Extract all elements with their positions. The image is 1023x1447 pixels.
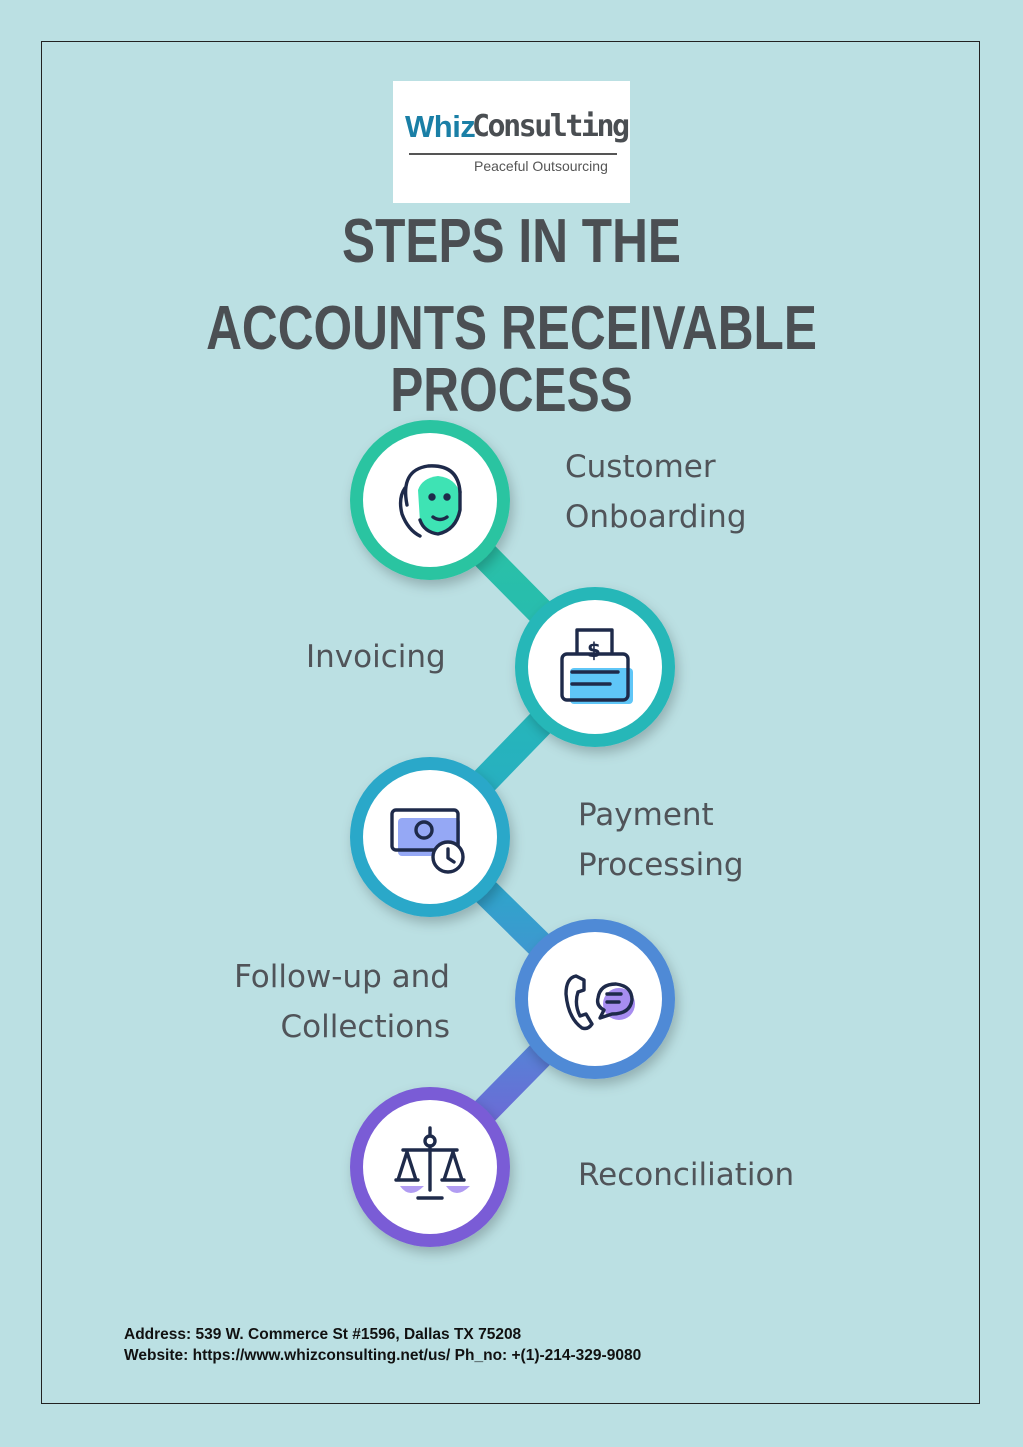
logo-brand-part1: Whiz [405,109,476,144]
footer-website: Website: https://www.whizconsulting.net/… [124,1347,642,1364]
footer-address: Address: 539 W. Commerce St #1596, Dalla… [124,1326,522,1343]
logo-underline [409,153,617,155]
logo-tagline: Peaceful Outsourcing [474,158,608,174]
cash-clock-icon [390,808,465,874]
footer-contact: Address: 539 W. Commerce St #1596, Dalla… [124,1324,641,1366]
page-border [41,41,980,1404]
step-1-label: Customer Onboarding [565,449,747,535]
company-logo: Whiz Consulting Peaceful Outsourcing [393,81,630,203]
step-4-label: Follow-up and Collections [234,959,450,1045]
logo-brand-part2: Consulting [472,109,630,144]
step-2-node [515,587,675,747]
page-title-line1: STEPS IN THE [342,207,681,276]
step-2-label: Invoicing [306,639,446,675]
step-3-label: Payment Processing [578,797,744,883]
svg-text:$: $ [587,638,601,662]
phone-chat-icon [564,974,635,1031]
balance-scale-icon [394,1126,470,1200]
page-title-line2: ACCOUNTS RECEIVABLE PROCESS [206,294,817,425]
step-4-node [515,919,675,1079]
invoice-printer-icon: $ [560,628,633,704]
customer-support-icon [398,464,462,538]
step-5-label: Reconciliation [578,1157,795,1193]
